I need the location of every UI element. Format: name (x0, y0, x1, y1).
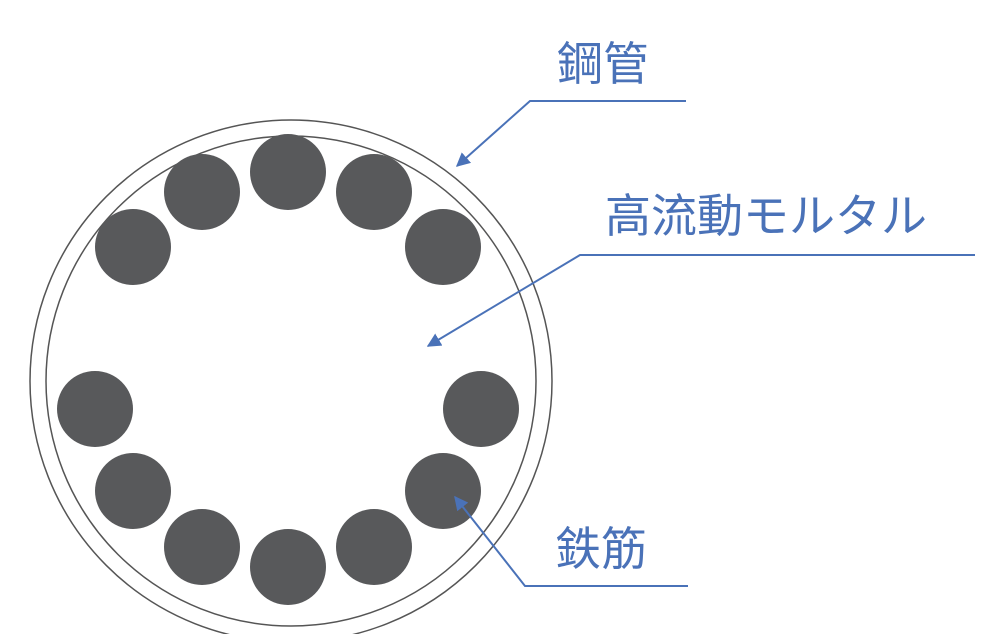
steel-pipe-outer (29, 119, 553, 634)
leader-rebar (454, 495, 688, 587)
rebar (164, 154, 240, 230)
rebars (57, 134, 519, 605)
rebar (250, 134, 326, 210)
rebar (443, 371, 519, 447)
rebar (95, 453, 171, 529)
rebar (336, 154, 412, 230)
rebar (95, 209, 171, 285)
rebar (405, 453, 481, 529)
rebar (336, 509, 412, 585)
leader-mortar (426, 254, 975, 347)
rebar (57, 371, 133, 447)
rebar (164, 509, 240, 585)
rebar (405, 209, 481, 285)
rebar (250, 529, 326, 605)
label-steel-pipe: 鋼管 (557, 37, 649, 91)
leader-steel-pipe (455, 100, 686, 167)
label-mortar: 高流動モルタル (605, 189, 927, 243)
label-rebar: 鉄筋 (555, 522, 647, 576)
